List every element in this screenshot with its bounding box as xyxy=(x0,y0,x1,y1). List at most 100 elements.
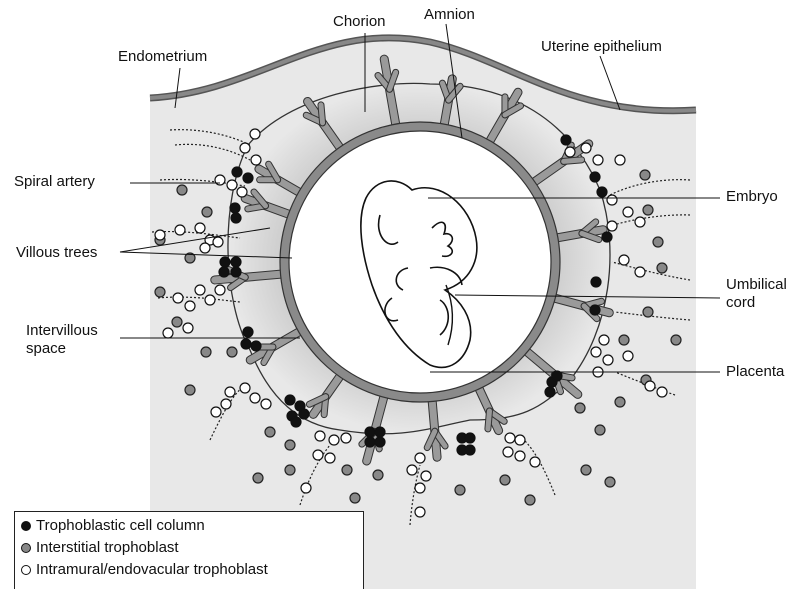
interstitial-trophoblast-cell xyxy=(643,307,653,317)
endovascular-trophoblast-cell xyxy=(607,195,617,205)
endovascular-trophoblast-cell xyxy=(415,483,425,493)
interstitial-trophoblast-cell xyxy=(177,185,187,195)
interstitial-trophoblast-cell xyxy=(155,287,165,297)
interstitial-trophoblast-cell xyxy=(657,263,667,273)
endovascular-trophoblast-cell xyxy=(213,237,223,247)
endovascular-trophoblast-cell xyxy=(251,155,261,165)
trophoblast-column-cell xyxy=(299,409,309,419)
endovascular-trophoblast-cell xyxy=(635,267,645,277)
endovascular-trophoblast-cell xyxy=(155,230,165,240)
endovascular-trophoblast-cell xyxy=(173,293,183,303)
trophoblast-column-cell xyxy=(231,213,241,223)
label-intervillous-2: space xyxy=(26,340,66,358)
trophoblast-column-cell xyxy=(291,417,301,427)
endovascular-trophoblast-cell xyxy=(503,447,513,457)
interstitial-trophoblast-cell xyxy=(285,465,295,475)
trophoblast-column-cell xyxy=(231,257,241,267)
endovascular-trophoblast-cell xyxy=(205,295,215,305)
black-dot-icon xyxy=(21,521,31,531)
endovascular-trophoblast-cell xyxy=(619,255,629,265)
endovascular-trophoblast-cell xyxy=(415,453,425,463)
trophoblast-column-cell xyxy=(232,167,242,177)
endovascular-trophoblast-cell xyxy=(581,143,591,153)
endovascular-trophoblast-cell xyxy=(329,435,339,445)
label-embryo: Embryo xyxy=(726,188,778,206)
interstitial-trophoblast-cell xyxy=(500,475,510,485)
legend-label: Intramural/endovacular trophoblast xyxy=(36,561,268,578)
trophoblast-column-cell xyxy=(465,445,475,455)
interstitial-trophoblast-cell xyxy=(619,335,629,345)
trophoblast-column-cell xyxy=(230,203,240,213)
endovascular-trophoblast-cell xyxy=(200,243,210,253)
endovascular-trophoblast-cell xyxy=(565,147,575,157)
endovascular-trophoblast-cell xyxy=(645,381,655,391)
interstitial-trophoblast-cell xyxy=(640,170,650,180)
white-dot-icon xyxy=(21,565,31,575)
interstitial-trophoblast-cell xyxy=(350,493,360,503)
endovascular-trophoblast-cell xyxy=(195,285,205,295)
label-endometrium: Endometrium xyxy=(118,48,207,66)
endovascular-trophoblast-cell xyxy=(225,387,235,397)
trophoblast-column-cell xyxy=(365,427,375,437)
villus-branch-fill xyxy=(321,105,323,123)
label-uterine-epithelium: Uterine epithelium xyxy=(541,38,662,56)
legend: Trophoblastic cell column Interstitial t… xyxy=(14,511,364,589)
label-umbilical-cord-2: cord xyxy=(726,294,755,312)
legend-item-intramural: Intramural/endovacular trophoblast xyxy=(21,560,268,580)
trophoblast-column-cell xyxy=(243,173,253,183)
endovascular-trophoblast-cell xyxy=(250,393,260,403)
interstitial-trophoblast-cell xyxy=(185,385,195,395)
endovascular-trophoblast-cell xyxy=(313,450,323,460)
endovascular-trophoblast-cell xyxy=(515,435,525,445)
interstitial-trophoblast-cell xyxy=(285,440,295,450)
trophoblast-column-cell xyxy=(590,172,600,182)
endovascular-trophoblast-cell xyxy=(240,143,250,153)
trophoblast-column-cell xyxy=(597,187,607,197)
endovascular-trophoblast-cell xyxy=(195,223,205,233)
endovascular-trophoblast-cell xyxy=(341,433,351,443)
label-chorion: Chorion xyxy=(333,13,386,31)
trophoblast-column-cell xyxy=(590,305,600,315)
endovascular-trophoblast-cell xyxy=(591,347,601,357)
endovascular-trophoblast-cell xyxy=(163,328,173,338)
label-umbilical-cord-1: Umbilical xyxy=(726,276,787,294)
label-amnion: Amnion xyxy=(424,6,475,24)
endovascular-trophoblast-cell xyxy=(227,180,237,190)
label-spiral-artery: Spiral artery xyxy=(14,173,95,191)
interstitial-trophoblast-cell xyxy=(227,347,237,357)
legend-label: Trophoblastic cell column xyxy=(36,517,205,534)
interstitial-trophoblast-cell xyxy=(373,470,383,480)
legend-item-interstitial: Interstitial trophoblast xyxy=(21,538,179,558)
endovascular-trophoblast-cell xyxy=(211,407,221,417)
endovascular-trophoblast-cell xyxy=(593,155,603,165)
endovascular-trophoblast-cell xyxy=(261,399,271,409)
endovascular-trophoblast-cell xyxy=(603,355,613,365)
endovascular-trophoblast-cell xyxy=(607,221,617,231)
trophoblast-column-cell xyxy=(375,427,385,437)
trophoblast-column-cell xyxy=(251,341,261,351)
endovascular-trophoblast-cell xyxy=(623,351,633,361)
interstitial-trophoblast-cell xyxy=(575,403,585,413)
label-intervillous-1: Intervillous xyxy=(26,322,98,340)
interstitial-trophoblast-cell xyxy=(202,207,212,217)
endovascular-trophoblast-cell xyxy=(240,383,250,393)
trophoblast-column-cell xyxy=(545,387,555,397)
interstitial-trophoblast-cell xyxy=(605,477,615,487)
endovascular-trophoblast-cell xyxy=(530,457,540,467)
legend-item-cell-column: Trophoblastic cell column xyxy=(21,516,205,536)
endovascular-trophoblast-cell xyxy=(415,507,425,517)
trophoblast-column-cell xyxy=(365,437,375,447)
interstitial-trophoblast-cell xyxy=(172,317,182,327)
trophoblast-column-cell xyxy=(465,433,475,443)
endovascular-trophoblast-cell xyxy=(615,155,625,165)
endovascular-trophoblast-cell xyxy=(175,225,185,235)
trophoblast-column-cell xyxy=(231,267,241,277)
label-placenta: Placenta xyxy=(726,363,784,381)
trophoblast-column-cell xyxy=(241,339,251,349)
endovascular-trophoblast-cell xyxy=(325,453,335,463)
interstitial-trophoblast-cell xyxy=(643,205,653,215)
trophoblast-column-cell xyxy=(591,277,601,287)
villus-branch-fill xyxy=(564,160,582,162)
interstitial-trophoblast-cell xyxy=(342,465,352,475)
